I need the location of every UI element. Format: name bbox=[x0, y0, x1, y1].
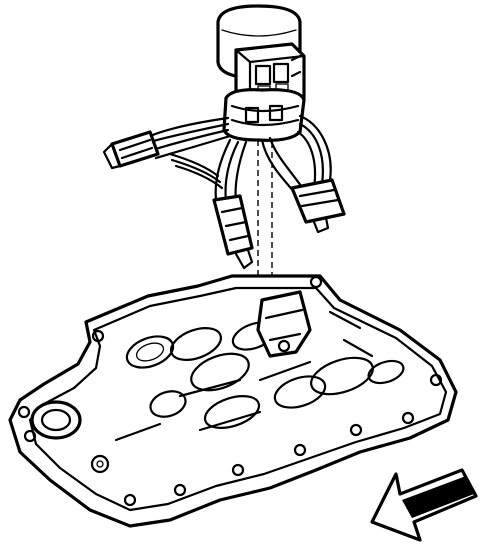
wiring-harness bbox=[102, 114, 346, 270]
direction-arrow bbox=[370, 468, 478, 542]
intake-manifold bbox=[8, 274, 458, 528]
connector-housing bbox=[216, 4, 306, 142]
